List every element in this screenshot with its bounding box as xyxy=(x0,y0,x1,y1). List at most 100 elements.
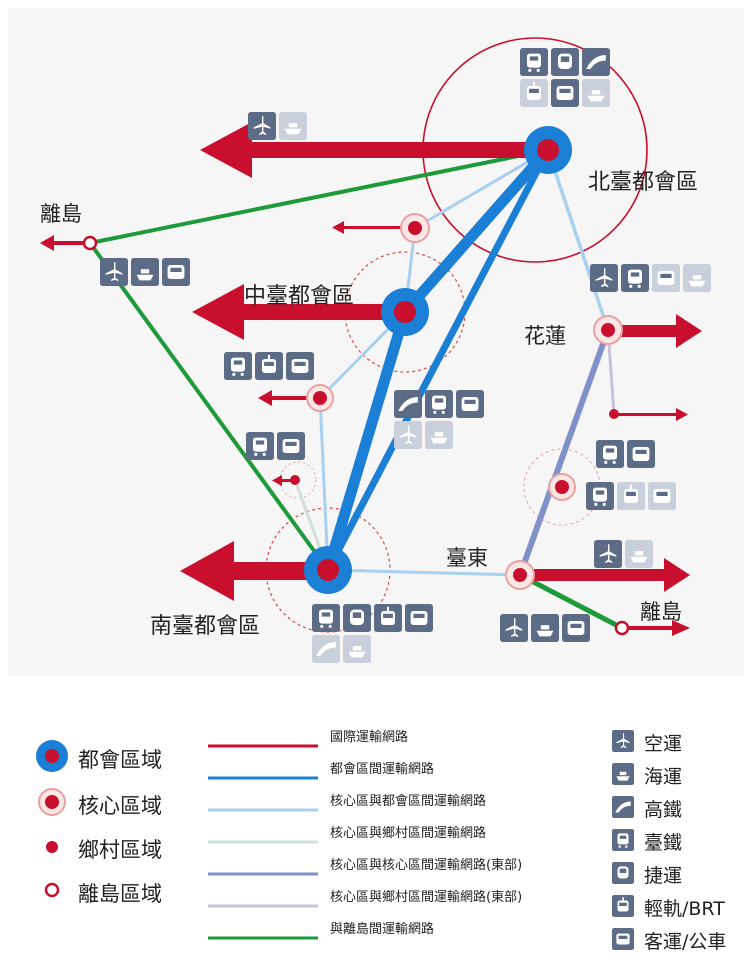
legend-metro-symbol xyxy=(36,740,68,772)
plane-icon xyxy=(248,112,276,144)
node-north-metro xyxy=(524,126,572,174)
label-south-metro: 南臺都會區 xyxy=(150,614,261,639)
legend-hsr-icon xyxy=(612,796,634,822)
legend-region-island: 離島區域 xyxy=(78,882,162,906)
legend-mode-label: 高鐵 xyxy=(644,799,683,821)
legend-bus-icon xyxy=(612,928,634,954)
island-route-north xyxy=(89,148,549,245)
intl-arrow-central xyxy=(192,284,408,340)
ship-icon xyxy=(531,614,559,646)
bus-icon xyxy=(652,264,680,296)
legend-network-label: 都會區間運輸網路 xyxy=(330,762,435,777)
intl-arrow-south xyxy=(180,541,328,601)
legend-network-label: 國際運輸網路 xyxy=(330,730,409,745)
east-core-core xyxy=(517,328,611,577)
legend-network-label: 與離島間運輸網路 xyxy=(330,922,435,937)
bus-icon xyxy=(551,79,579,111)
legend-mode-label: 空運 xyxy=(644,733,683,755)
ship-icon xyxy=(425,421,453,453)
legend-ship-icon xyxy=(612,763,634,789)
legend-svg xyxy=(36,740,318,940)
node-island-west xyxy=(82,235,98,251)
ship-icon xyxy=(582,79,610,111)
metro-north-central xyxy=(399,144,554,318)
rail-icon xyxy=(224,352,252,384)
metro-icon xyxy=(551,48,579,80)
legend-lrt-icon xyxy=(612,895,634,921)
rail-icon xyxy=(312,604,340,636)
label-island-west: 離島 xyxy=(40,202,82,226)
label-central-metro: 中臺都會區 xyxy=(244,284,355,309)
legend-mode-label: 客運/公車 xyxy=(644,931,727,953)
core-metro-1 xyxy=(414,148,549,230)
ship-icon xyxy=(625,540,653,572)
legend-plane-icon xyxy=(612,730,634,756)
intl-arrow-core-central xyxy=(258,390,320,406)
plane-icon xyxy=(594,540,622,572)
hsr-icon xyxy=(312,635,340,667)
rail-icon xyxy=(596,440,624,472)
legend-region-metro: 都會區域 xyxy=(78,748,162,772)
node-south-metro xyxy=(304,546,352,594)
node-rural-east xyxy=(609,409,619,419)
legend-network-label: 核心區與都會區間運輸網路 xyxy=(330,794,487,809)
rail-icon xyxy=(246,432,274,464)
legend-mode-label: 海運 xyxy=(644,766,683,788)
network-diagram: 北臺都會區 中臺都會區 南臺都會區 花蓮 臺東 離島 離島 xyxy=(40,37,711,667)
rail-icon xyxy=(586,482,614,514)
intl-arrow-rural xyxy=(272,475,298,486)
node-island-east xyxy=(614,620,630,636)
node-core-central xyxy=(306,384,334,412)
legend-network-label: 核心區與核心區間運輸網路(東部) xyxy=(330,858,523,873)
legend-rail-icon xyxy=(612,829,634,855)
legend-mode-label: 捷運 xyxy=(644,865,683,887)
node-taitung xyxy=(505,560,535,590)
legend-core-symbol xyxy=(38,788,66,816)
legend-mode-label: 臺鐵 xyxy=(644,832,683,854)
metro-central-south xyxy=(322,306,411,576)
ship-icon xyxy=(343,635,371,667)
bus-icon xyxy=(627,440,655,472)
legend-rural-symbol xyxy=(46,841,58,853)
legend-region-rural: 鄉村區域 xyxy=(78,838,162,862)
bus-icon xyxy=(648,482,676,514)
lrt-icon xyxy=(617,482,645,514)
bus-icon xyxy=(562,614,590,646)
hsr-icon xyxy=(394,390,422,422)
label-north-metro: 北臺都會區 xyxy=(588,170,699,195)
legend-network-label: 核心區與鄉村區間運輸網路 xyxy=(330,826,487,841)
core-metro-5 xyxy=(318,397,330,571)
rail-icon xyxy=(520,48,548,80)
lrt-icon xyxy=(520,79,548,111)
ship-icon xyxy=(131,258,159,290)
intl-arrow-hualien xyxy=(608,314,702,348)
legend-region-core: 核心區域 xyxy=(78,794,162,818)
bus-icon xyxy=(286,352,314,384)
label-hualien: 花蓮 xyxy=(524,324,566,348)
label-island-east: 離島 xyxy=(640,600,682,624)
plane-icon xyxy=(590,264,618,296)
hsr-icon xyxy=(582,48,610,80)
node-core-north xyxy=(400,213,430,243)
island-route-south xyxy=(88,241,330,572)
lrt-icon xyxy=(255,352,283,384)
bus-icon xyxy=(277,432,305,464)
bus-icon xyxy=(405,604,433,636)
node-central-metro xyxy=(381,288,429,336)
network-svg xyxy=(40,37,702,636)
intl-arrow-north xyxy=(200,122,550,178)
bus-icon xyxy=(162,258,190,290)
core-metro-6 xyxy=(327,568,521,577)
ship-icon xyxy=(683,264,711,296)
ship-icon xyxy=(279,112,307,144)
plane-icon xyxy=(100,258,128,290)
island-route-east xyxy=(518,572,624,631)
label-taitung: 臺東 xyxy=(446,546,488,570)
intl-arrow-island-west xyxy=(40,235,90,251)
metro-north-south xyxy=(324,146,552,574)
legend-metro-icon xyxy=(612,862,634,888)
lrt-icon xyxy=(374,604,402,636)
intl-arrow-core-north xyxy=(332,221,416,234)
legend: 都會區域 核心區域 鄉村區域 離島區域 國際運輸網路都會區間運輸網路核心區與都會… xyxy=(0,690,752,968)
intl-arrow-east-rural xyxy=(614,408,688,421)
